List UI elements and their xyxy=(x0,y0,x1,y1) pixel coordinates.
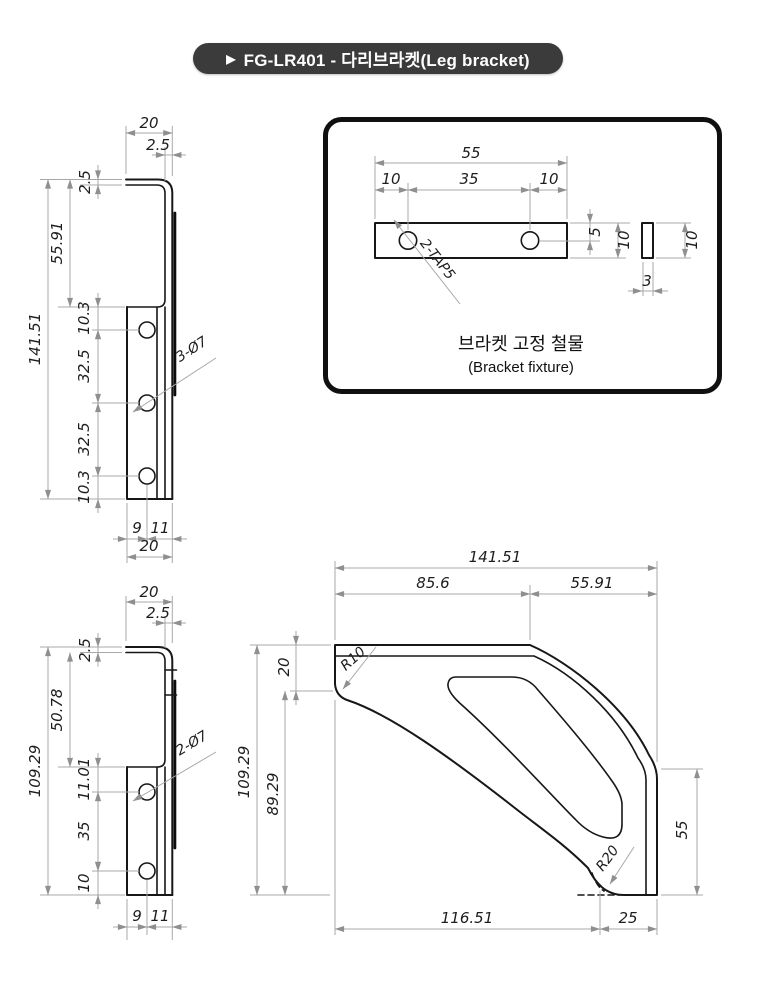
profile-geometry xyxy=(334,644,658,896)
profile-dimension-lines xyxy=(250,561,703,935)
dim-pr-body-height: 89.29 xyxy=(264,773,282,816)
dim-pr-fillet-top: R10 xyxy=(338,644,369,674)
dim-sl-base-right: 11 xyxy=(150,907,169,925)
profile-slot-cutout xyxy=(447,676,623,839)
dim-su-edge-to-hole: 10.3 xyxy=(75,301,93,334)
fixture-caption-english: (Bracket fixture) xyxy=(468,359,574,376)
fixture-caption-korean: 브라켓 고정 철물 xyxy=(458,334,584,354)
dim-sl-thickness: 2.5 xyxy=(76,638,94,662)
dim-pr-seg-left: 85.6 xyxy=(416,574,449,592)
dim-su-base-left: 9 xyxy=(132,519,142,537)
dim-fixture-edge-to-hole: 5 xyxy=(586,227,604,237)
side-view-lower-dimension-labels: 20 2.5 2.5 50.78 109.29 11.01 35 10 2-Ø7… xyxy=(26,583,211,925)
side-view-lower-geometry xyxy=(125,646,178,896)
dim-su-pitch-b: 32.5 xyxy=(75,422,93,455)
side-view-lower-dimension-lines xyxy=(40,596,217,940)
fixture-panel: 55 10 35 10 5 10 10 3 2-TAP5 브라켓 고정 철물 (… xyxy=(323,117,722,394)
dim-fixture-side-height: 10 xyxy=(683,230,701,249)
dim-pr-total-height: 109.29 xyxy=(235,746,253,799)
dim-sl-flange-lip: 2.5 xyxy=(146,604,170,622)
dim-su-base-right: 11 xyxy=(150,519,169,537)
fixture-dimension-lines xyxy=(374,156,691,305)
dim-pr-total-width: 141.51 xyxy=(469,548,522,566)
dim-su-upper-height: 55.91 xyxy=(48,222,66,265)
dim-sl-upper-height: 50.78 xyxy=(48,689,66,732)
dim-pr-fillet-bottom: R20 xyxy=(593,843,622,875)
side-view-lower: 20 2.5 2.5 50.78 109.29 11.01 35 10 2-Ø7… xyxy=(26,583,217,940)
dim-pr-bottom-left: 116.51 xyxy=(441,909,494,927)
page-title: FG-LR401 - 다리브라켓(Leg bracket) xyxy=(243,51,530,70)
profile-view: 141.51 85.6 55.91 20 109.29 89.29 55 R10… xyxy=(235,548,703,935)
title-banner: ▶ FG-LR401 - 다리브라켓(Leg bracket) xyxy=(193,43,563,74)
play-arrow-icon: ▶ xyxy=(226,51,236,66)
dim-su-thickness: 2.5 xyxy=(76,170,94,194)
dim-sl-base-left: 9 xyxy=(132,907,142,925)
dim-pr-notch-height: 20 xyxy=(275,657,293,676)
dim-su-total-height: 141.51 xyxy=(26,313,44,366)
fixture-bar-side-view xyxy=(641,222,654,259)
dim-fixture-pitch: 35 xyxy=(459,170,478,188)
dim-sl-edge-to-hole: 11.01 xyxy=(75,758,93,801)
dim-sl-hole-note: 2-Ø7 xyxy=(173,728,210,759)
dim-fixture-height: 10 xyxy=(615,230,633,249)
dim-su-hole-to-edge: 10.3 xyxy=(75,470,93,503)
dim-su-hole-note: 3-Ø7 xyxy=(173,334,210,366)
side-view-upper: 20 2.5 2.5 55.91 141.51 10.3 32.5 32.5 1… xyxy=(26,114,217,563)
profile-dimension-labels: 141.51 85.6 55.91 20 109.29 89.29 55 R10… xyxy=(235,548,691,927)
dim-su-flange-width: 20 xyxy=(139,114,158,132)
dim-su-base-width: 20 xyxy=(139,537,158,555)
dim-pr-right-height: 55 xyxy=(673,820,691,839)
dim-sl-pitch: 35 xyxy=(75,821,93,840)
dim-su-pitch-a: 32.5 xyxy=(75,349,93,382)
dim-fixture-side-thickness: 3 xyxy=(642,272,652,290)
dim-fixture-length: 55 xyxy=(461,144,480,162)
side-view-upper-dimension-labels: 20 2.5 2.5 55.91 141.51 10.3 32.5 32.5 1… xyxy=(26,114,210,555)
dim-pr-bottom-right: 25 xyxy=(618,909,637,927)
dim-su-flange-lip: 2.5 xyxy=(146,136,170,154)
dim-sl-flange-width: 20 xyxy=(139,583,158,601)
dim-pr-seg-right: 55.91 xyxy=(571,574,614,592)
side-view-upper-geometry xyxy=(125,178,177,500)
dim-fixture-right-margin: 10 xyxy=(539,170,558,188)
dim-sl-hole-to-edge: 10 xyxy=(75,873,93,892)
dim-fixture-left-margin: 10 xyxy=(381,170,400,188)
side-view-upper-dimension-lines xyxy=(40,126,217,563)
dim-sl-total-height: 109.29 xyxy=(26,745,44,798)
